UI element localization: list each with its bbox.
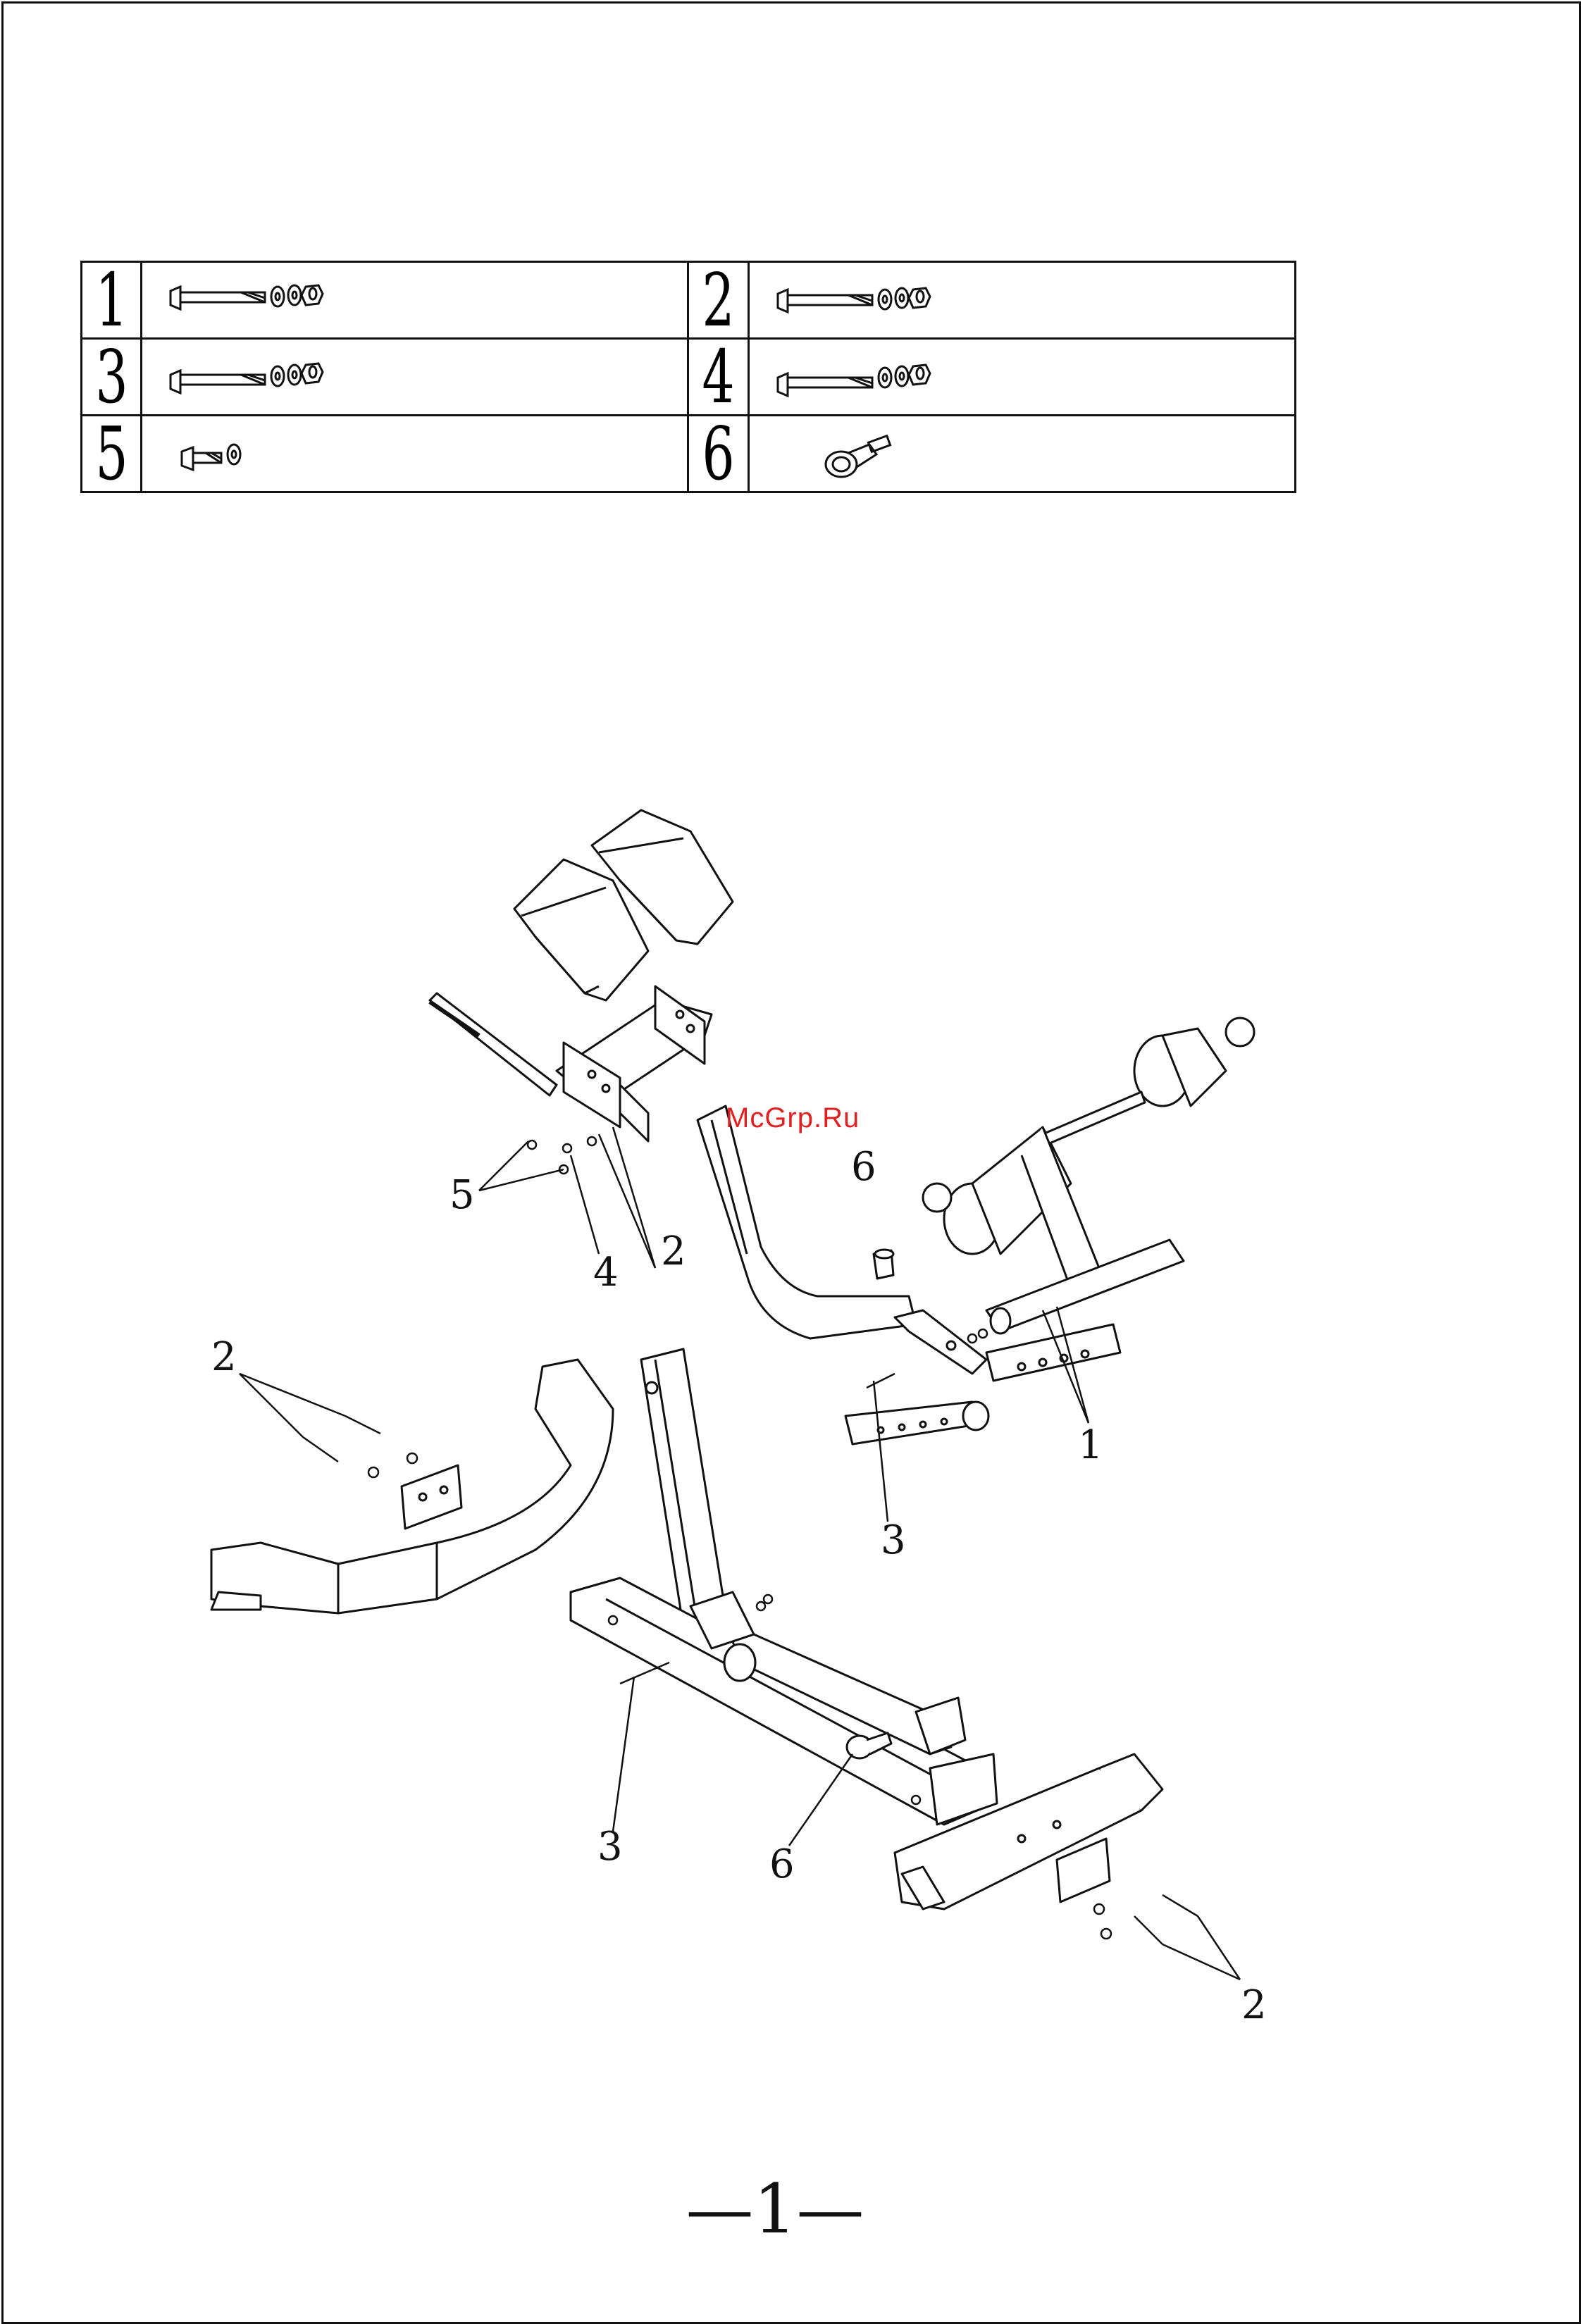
callout-5: 5 — [450, 1172, 475, 1218]
base-frame — [571, 1578, 997, 1825]
callout-3-upper: 3 — [881, 1517, 906, 1563]
pad-support-bracket — [557, 986, 712, 1141]
handle-bar — [430, 993, 557, 1095]
callout-2-right: 2 — [1241, 1982, 1267, 2028]
callout-4: 4 — [593, 1250, 619, 1295]
mounting-plate-left — [402, 1465, 461, 1529]
upright-arm — [698, 1106, 916, 1338]
callout-1: 1 — [1078, 1422, 1103, 1468]
knob-on-arm — [874, 1250, 893, 1279]
callout-6-lower: 6 — [769, 1841, 795, 1887]
watermark: McGrp.Ru — [726, 1102, 860, 1134]
callout-2-upper: 2 — [661, 1229, 686, 1274]
callout-2-left: 2 — [211, 1334, 237, 1380]
foot-roller-assembly — [923, 1018, 1254, 1381]
page-number: —1— — [662, 2170, 888, 2249]
callout-3-lower: 3 — [597, 1824, 623, 1870]
pivot-leg — [845, 1402, 988, 1444]
main-column — [641, 1349, 726, 1627]
callout-6-upper: 6 — [851, 1144, 876, 1190]
